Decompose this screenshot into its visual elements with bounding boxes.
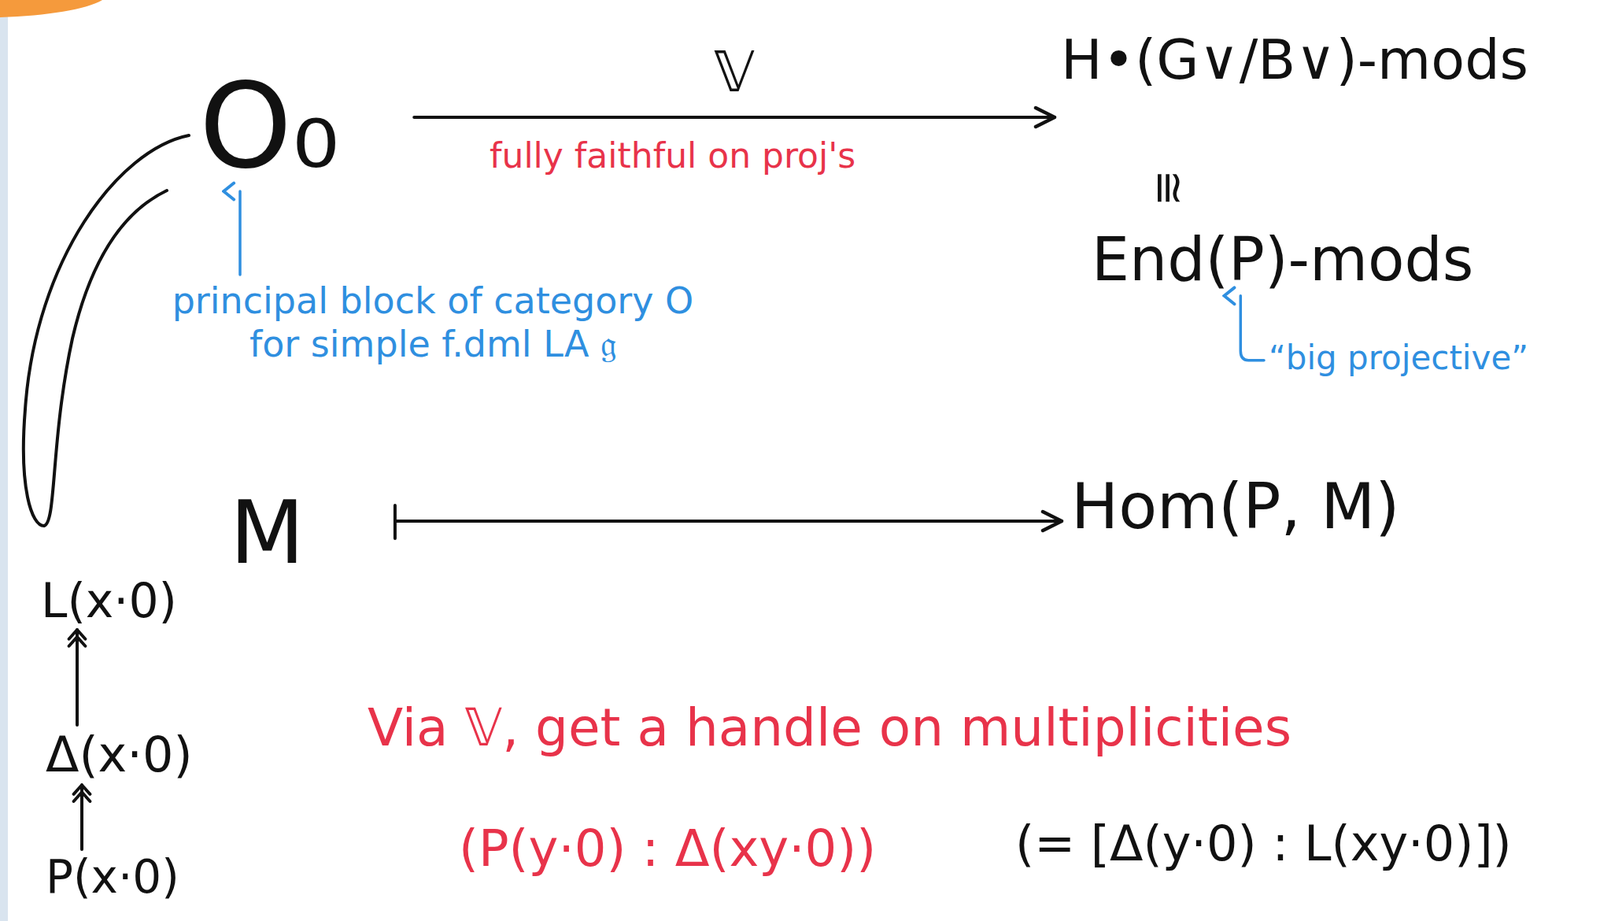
annotation-note: principal block of category O for simple… <box>157 279 709 366</box>
page-edge-strip <box>0 0 8 921</box>
node-text: Hom(P, M) <box>1071 472 1401 542</box>
annotation-note: fully faithful on proj's <box>489 135 856 178</box>
module-category: End(P)-mods <box>1091 228 1474 292</box>
reciprocity-formula: (= [Δ(y·0) : L(xy·0)]) <box>1015 814 1512 873</box>
annotation-note: Via 𝕍, get a handle on multiplicities <box>367 696 1292 759</box>
simple-module: L(x·0) <box>40 574 178 627</box>
node-text: O₀ <box>199 66 340 185</box>
arrow-connector <box>395 519 1062 523</box>
multiplicity-formula: (P(y·0) : Δ(xy·0)) <box>458 818 876 880</box>
category-symbol: O₀ <box>199 66 414 185</box>
mapsto-bar <box>393 505 397 539</box>
hom-space: Hom(P, M) <box>1071 472 1401 542</box>
annotation-note: “big projective” <box>1268 338 1529 378</box>
leader-arrow <box>238 191 242 275</box>
node-text: Δ(x·0) <box>45 727 193 782</box>
leader-arrow <box>1240 295 1264 361</box>
module-category: H•(G∨/B∨)-mods <box>1060 31 1529 90</box>
node-text: L(x·0) <box>40 574 178 627</box>
arrow-connector <box>80 784 84 850</box>
node-text: M <box>229 489 305 577</box>
functor-label: 𝕍 <box>710 43 758 100</box>
membership-loop <box>23 135 189 526</box>
arrow-connector <box>413 115 1055 119</box>
verma-module: Δ(x·0) <box>45 727 193 782</box>
projective-module: P(x·0) <box>45 852 180 903</box>
iso-symbol: ≅ <box>1142 169 1196 207</box>
object-symbol: M <box>229 489 396 577</box>
node-text: End(P)-mods <box>1091 228 1474 292</box>
node-text: P(x·0) <box>45 852 180 903</box>
corner-mark <box>0 0 103 18</box>
node-text: H•(G∨/B∨)-mods <box>1060 31 1529 90</box>
arrow-connector <box>75 629 79 725</box>
